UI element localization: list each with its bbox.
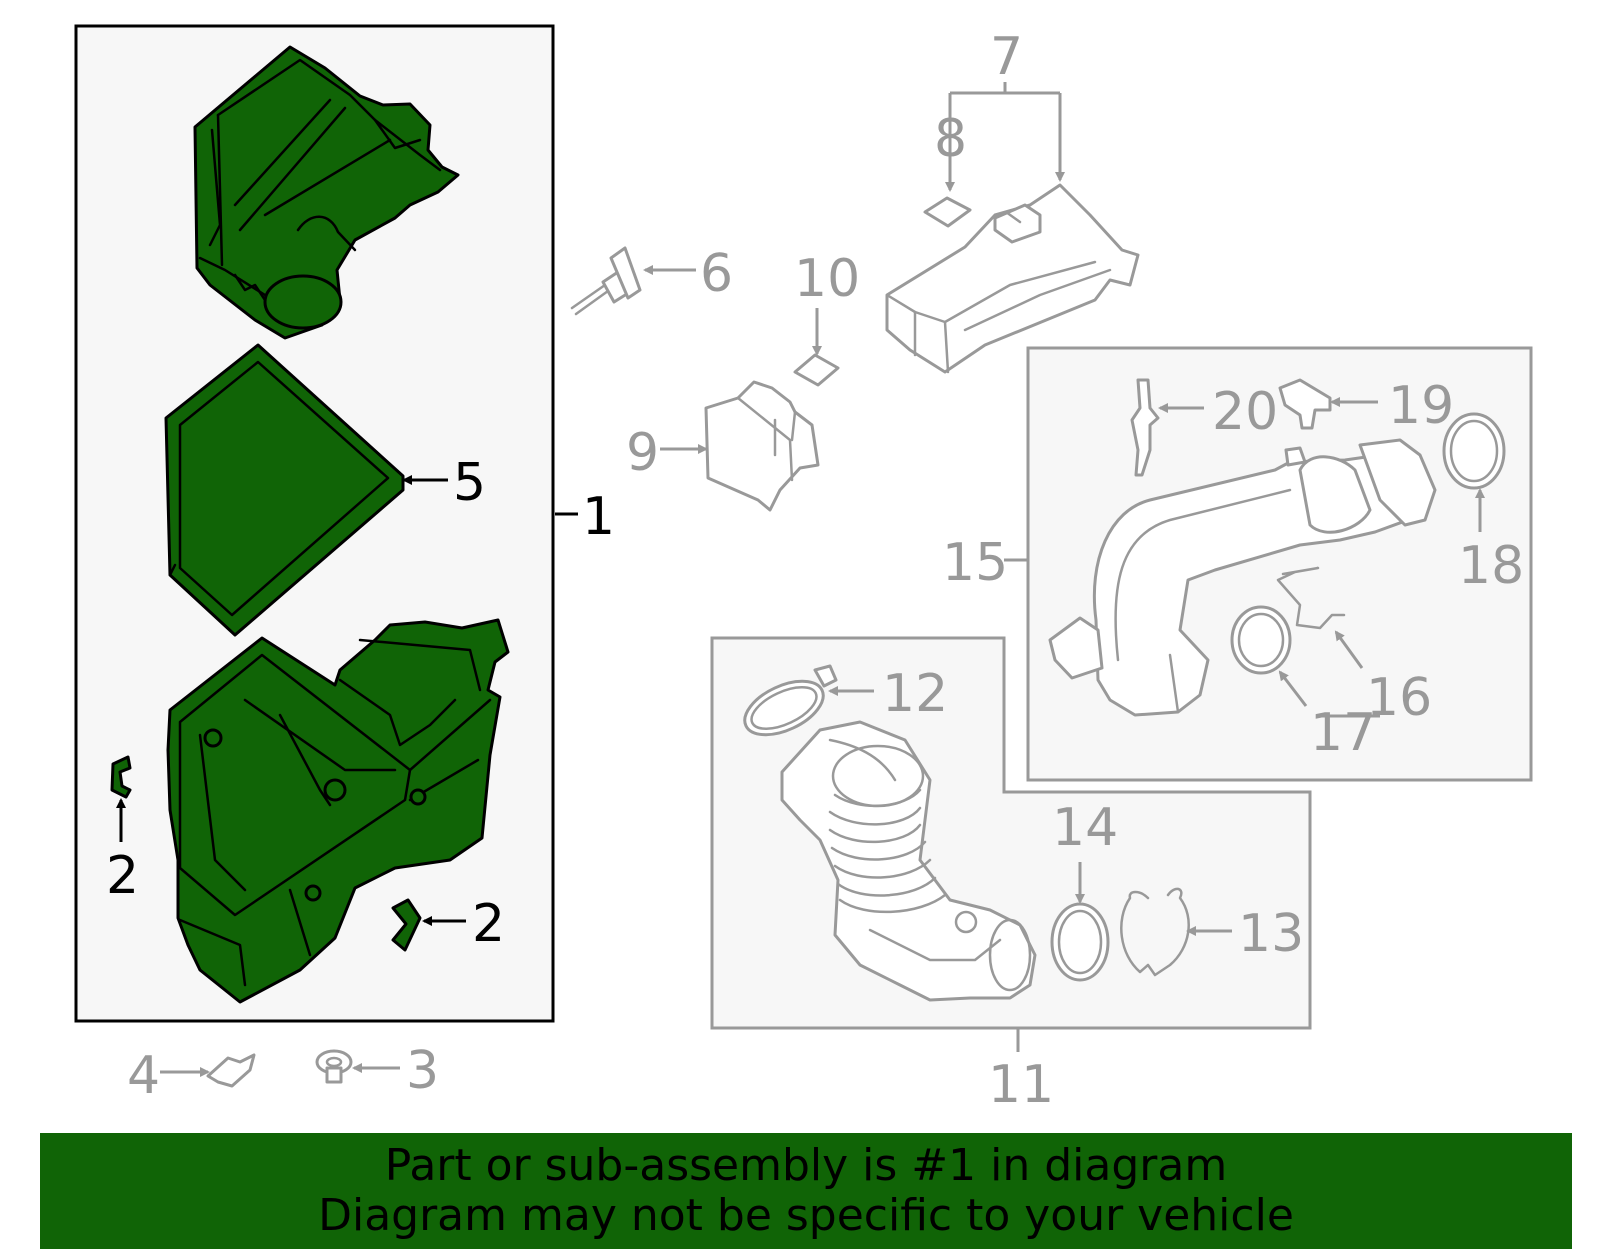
callout-15: 15 <box>942 533 1008 593</box>
duct-15 <box>1048 438 1437 717</box>
clamp-12 <box>743 664 838 737</box>
callout-17: 17 <box>1310 703 1376 763</box>
callout-5: 5 <box>453 453 486 513</box>
callout-14: 14 <box>1052 798 1118 858</box>
callout-2-right: 2 <box>472 894 505 954</box>
callout-7: 7 <box>990 27 1023 87</box>
callout-13: 13 <box>1238 904 1304 964</box>
air-filter-element <box>164 343 405 637</box>
callout-20: 20 <box>1212 382 1278 442</box>
leader-17 <box>1278 670 1308 707</box>
gasket-17 <box>1230 605 1292 675</box>
sensor-6 <box>570 246 642 316</box>
pad-10 <box>793 353 840 387</box>
sensor-19 <box>1278 378 1332 430</box>
clip-4 <box>206 1053 256 1088</box>
callout-6: 6 <box>700 244 733 304</box>
footer-line-2: Diagram may not be specific to your vehi… <box>318 1190 1294 1241</box>
air-cleaner-upper-housing <box>193 45 460 340</box>
callout-9: 9 <box>626 423 659 483</box>
callout-18: 18 <box>1458 536 1524 596</box>
callout-11: 11 <box>988 1055 1054 1115</box>
footer-banner: Part or sub-assembly is #1 in diagram Di… <box>40 1133 1572 1249</box>
callout-3: 3 <box>406 1041 439 1101</box>
bolt-3 <box>315 1049 353 1084</box>
bracket-9 <box>704 380 820 512</box>
gasket-14-inner <box>1057 909 1103 975</box>
callout-8: 8 <box>934 109 967 169</box>
clip-2-left <box>110 755 132 799</box>
resonator-7 <box>885 183 1140 374</box>
callout-10: 10 <box>794 249 860 309</box>
sensor-20 <box>1130 378 1160 477</box>
clip-2-right <box>391 898 422 952</box>
gasket-14 <box>1050 902 1110 982</box>
footer-line-1: Part or sub-assembly is #1 in diagram <box>384 1140 1228 1191</box>
gasket-18 <box>1442 412 1506 490</box>
clip-13 <box>1120 887 1190 977</box>
callout-4: 4 <box>127 1046 160 1106</box>
gasket-17-inner <box>1237 612 1285 668</box>
leader-16 <box>1334 630 1364 669</box>
callout-1: 1 <box>582 487 615 547</box>
pad-8 <box>923 196 972 228</box>
callout-12: 12 <box>882 664 948 724</box>
intake-hose-11 <box>780 720 1037 1002</box>
wire-16 <box>1276 566 1346 630</box>
air-cleaner-lower-housing <box>166 618 510 1004</box>
gasket-18-inner <box>1449 419 1499 483</box>
callout-2-left: 2 <box>106 846 139 906</box>
callout-19: 19 <box>1388 376 1454 436</box>
callout-16: 16 <box>1366 668 1432 728</box>
